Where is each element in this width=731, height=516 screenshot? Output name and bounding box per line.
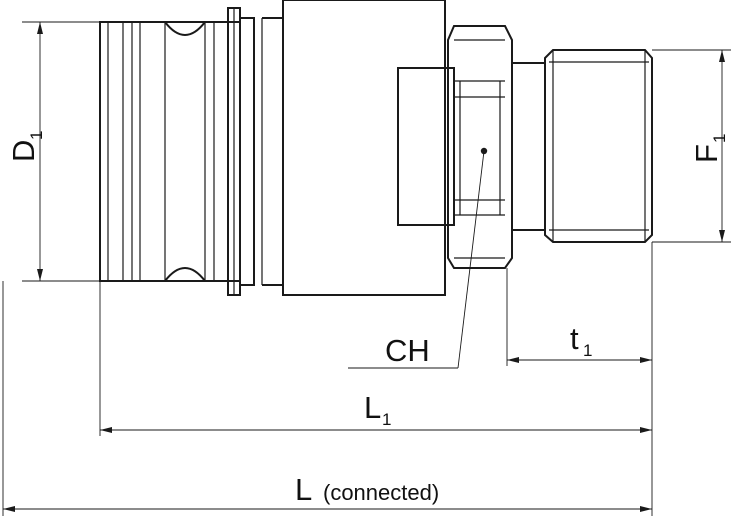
dimension-t1 <box>506 242 653 516</box>
ch-leader <box>348 150 485 369</box>
label-l-main: L <box>295 472 312 507</box>
label-t1-sub: 1 <box>583 341 592 360</box>
hex-nut <box>447 25 513 269</box>
label-d1: D 1 <box>6 131 46 162</box>
label-f1: F 1 <box>689 134 729 163</box>
label-d1-main: D <box>6 140 41 162</box>
dimension-l <box>2 281 652 516</box>
dimension-f1 <box>652 49 731 243</box>
socket-body <box>262 0 455 296</box>
threaded-end <box>512 49 653 243</box>
label-l: L (connected) <box>295 472 439 507</box>
label-l-note: (connected) <box>323 480 439 505</box>
label-l1-main: L <box>364 390 381 425</box>
dimension-l1 <box>99 281 652 436</box>
label-f1-sub: 1 <box>710 134 729 143</box>
label-l1-sub: 1 <box>382 410 391 429</box>
label-f1-main: F <box>689 144 724 163</box>
dimension-d1 <box>22 21 100 282</box>
label-ch: CH <box>385 333 430 368</box>
label-t1: t 1 <box>570 321 592 360</box>
label-l1: L 1 <box>364 390 391 429</box>
plug-body <box>99 7 263 296</box>
label-t1-main: t <box>570 321 579 356</box>
label-d1-sub: 1 <box>27 131 46 140</box>
